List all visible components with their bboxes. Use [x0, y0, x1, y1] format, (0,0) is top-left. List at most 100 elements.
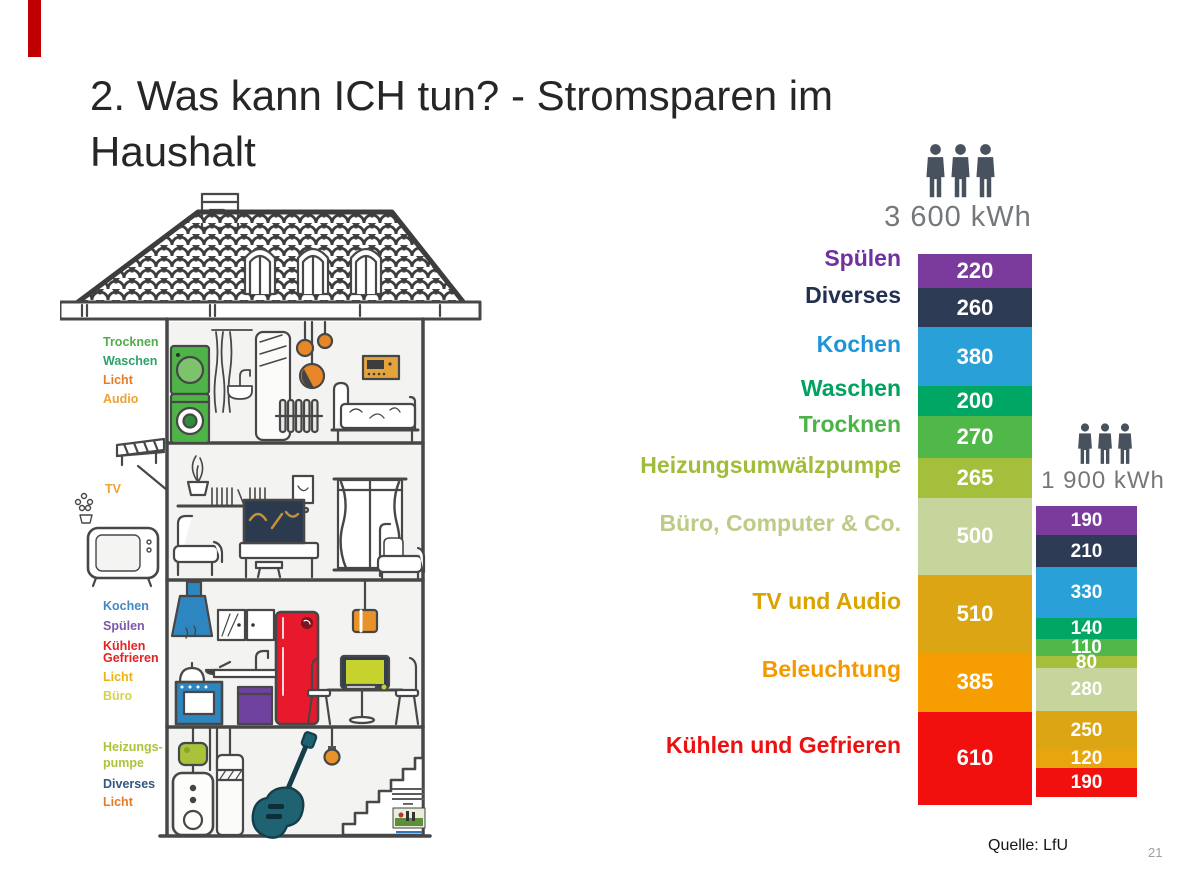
segment-value: 210	[1070, 540, 1103, 562]
room-label-diverses-13: Diverses	[103, 777, 156, 791]
bar-segment-kochen: 380	[918, 327, 1032, 386]
segment-value: 250	[1070, 719, 1103, 741]
page-number: 21	[1148, 845, 1163, 860]
segment-value: 280	[1070, 679, 1103, 701]
segment-value: 380	[956, 343, 994, 369]
armchair	[172, 514, 224, 577]
segment-value: 510	[956, 600, 994, 626]
person-icon	[976, 144, 995, 198]
kitchen-counter	[174, 625, 278, 726]
room-label-büro-10: Büro	[103, 689, 133, 703]
room-label-tv-4: TV	[105, 482, 121, 496]
category-label-kühlen-und-gefrieren: Kühlen und Gefrieren	[665, 732, 901, 759]
slide-title: 2. Was kann ICH tun? - Stromsparen im Ha…	[90, 72, 834, 175]
category-label-büro-computer-co-: Büro, Computer & Co.	[659, 510, 902, 537]
bar-segment-beleuchtung: 120	[1036, 748, 1137, 770]
accent-bar	[28, 0, 41, 57]
room-label-waschen-1: Waschen	[103, 354, 158, 368]
room-label-pumpe-12: pumpe	[103, 756, 144, 770]
bar-segment-spülen: 220	[918, 254, 1032, 288]
room-label-kühlen-7: Kühlen	[103, 639, 146, 653]
segment-value: 110	[1071, 637, 1102, 659]
tv-and-stand	[238, 498, 320, 579]
person-icon	[1118, 423, 1132, 464]
bar-segment-waschen: 200	[918, 385, 1032, 417]
room-label-gefrieren-8: Gefrieren	[103, 651, 159, 665]
person-icon	[926, 144, 945, 198]
source-credit: Quelle: LfU	[988, 837, 1069, 854]
segment-value: 500	[956, 523, 994, 549]
bar-segment-büro-computer-co-: 280	[1036, 668, 1137, 712]
category-label-tv-und-audio: TV und Audio	[752, 587, 901, 614]
segment-value: 220	[956, 257, 994, 283]
segment-value: 80	[1075, 651, 1098, 673]
total-kwh-1900: 1 900 kWh	[1041, 467, 1165, 494]
room-label-audio-3: Audio	[103, 392, 139, 406]
segment-value: 330	[1070, 581, 1103, 603]
radiator	[274, 398, 324, 434]
segment-value: 190	[1070, 510, 1103, 532]
room-label-kochen-5: Kochen	[103, 599, 149, 613]
bar-segment-waschen: 140	[1036, 617, 1137, 640]
segment-value: 260	[956, 294, 994, 320]
hanging-bulb	[323, 725, 341, 766]
room-label-spülen-6: Spülen	[103, 619, 145, 633]
dormer-windows	[243, 247, 383, 296]
segment-value: 200	[956, 387, 994, 413]
segment-value: 385	[956, 669, 994, 695]
segment-value: 190	[1070, 771, 1103, 793]
room-label-licht-9: Licht	[103, 670, 133, 684]
room-label-heizungs--11: Heizungs-	[103, 740, 163, 754]
bar-segment-heizungsumwälzpumpe: 80	[1036, 653, 1137, 672]
household-icons-3600	[925, 142, 996, 199]
balcony-plant-and-tv	[74, 492, 160, 588]
segment-value: 140	[1070, 617, 1103, 639]
bass-guitar	[251, 731, 318, 839]
washer-dryer	[169, 344, 211, 445]
category-label-diverses: Diverses	[805, 281, 901, 308]
person-icon	[951, 144, 970, 198]
total-kwh-3600: 3 600 kWh	[884, 201, 1032, 233]
extractor-hood	[170, 580, 214, 638]
segment-value: 610	[956, 745, 994, 771]
person-icon	[1098, 423, 1112, 464]
balcony	[115, 437, 169, 492]
bar-segment-trocknen: 270	[918, 416, 1032, 458]
bar-segment-spülen: 190	[1036, 506, 1137, 536]
category-label-spülen: Spülen	[824, 244, 901, 271]
bar-segment-trocknen: 110	[1036, 637, 1137, 659]
bar-segment-heizungsumwälzpumpe: 265	[918, 457, 1032, 499]
bar-segment-büro-computer-co-: 500	[918, 498, 1032, 575]
wall-panel	[361, 354, 401, 381]
house-illustration	[60, 192, 482, 839]
desk-computer	[306, 654, 420, 726]
bar-segment-tv-und-audio: 250	[1036, 711, 1137, 750]
room-label-licht-2: Licht	[103, 373, 133, 387]
heating-system	[171, 725, 245, 837]
household-icons-1900	[1077, 422, 1133, 465]
bathroom-corner	[211, 329, 253, 413]
bar-segment-beleuchtung: 385	[918, 652, 1032, 712]
bar-segment-kühlen-und-gefrieren: 190	[1036, 767, 1137, 797]
category-label-beleuchtung: Beleuchtung	[761, 656, 901, 683]
bar-segment-kochen: 330	[1036, 567, 1137, 618]
room-label-trocknen-0: Trocknen	[103, 335, 159, 349]
category-label-kochen: Kochen	[816, 330, 901, 357]
sofa	[376, 522, 426, 580]
bar-segment-kühlen-und-gefrieren: 610	[918, 711, 1032, 806]
room-label-licht-14: Licht	[103, 795, 133, 809]
wall-cabinets	[216, 608, 276, 642]
category-label-heizungsumwälzpumpe: Heizungsumwälzpumpe	[640, 451, 901, 478]
bed	[330, 381, 420, 443]
bar-segment-diverses: 210	[1036, 535, 1137, 568]
credit-logo	[392, 788, 426, 834]
segment-value: 120	[1070, 748, 1103, 770]
bar-segment-diverses: 260	[918, 287, 1032, 328]
bar-segment-tv-und-audio: 510	[918, 574, 1032, 653]
hanging-pans	[295, 320, 334, 390]
person-icon	[1078, 423, 1092, 464]
segment-value: 270	[956, 423, 994, 449]
eave-beam	[60, 300, 482, 321]
segment-value: 265	[956, 464, 994, 490]
